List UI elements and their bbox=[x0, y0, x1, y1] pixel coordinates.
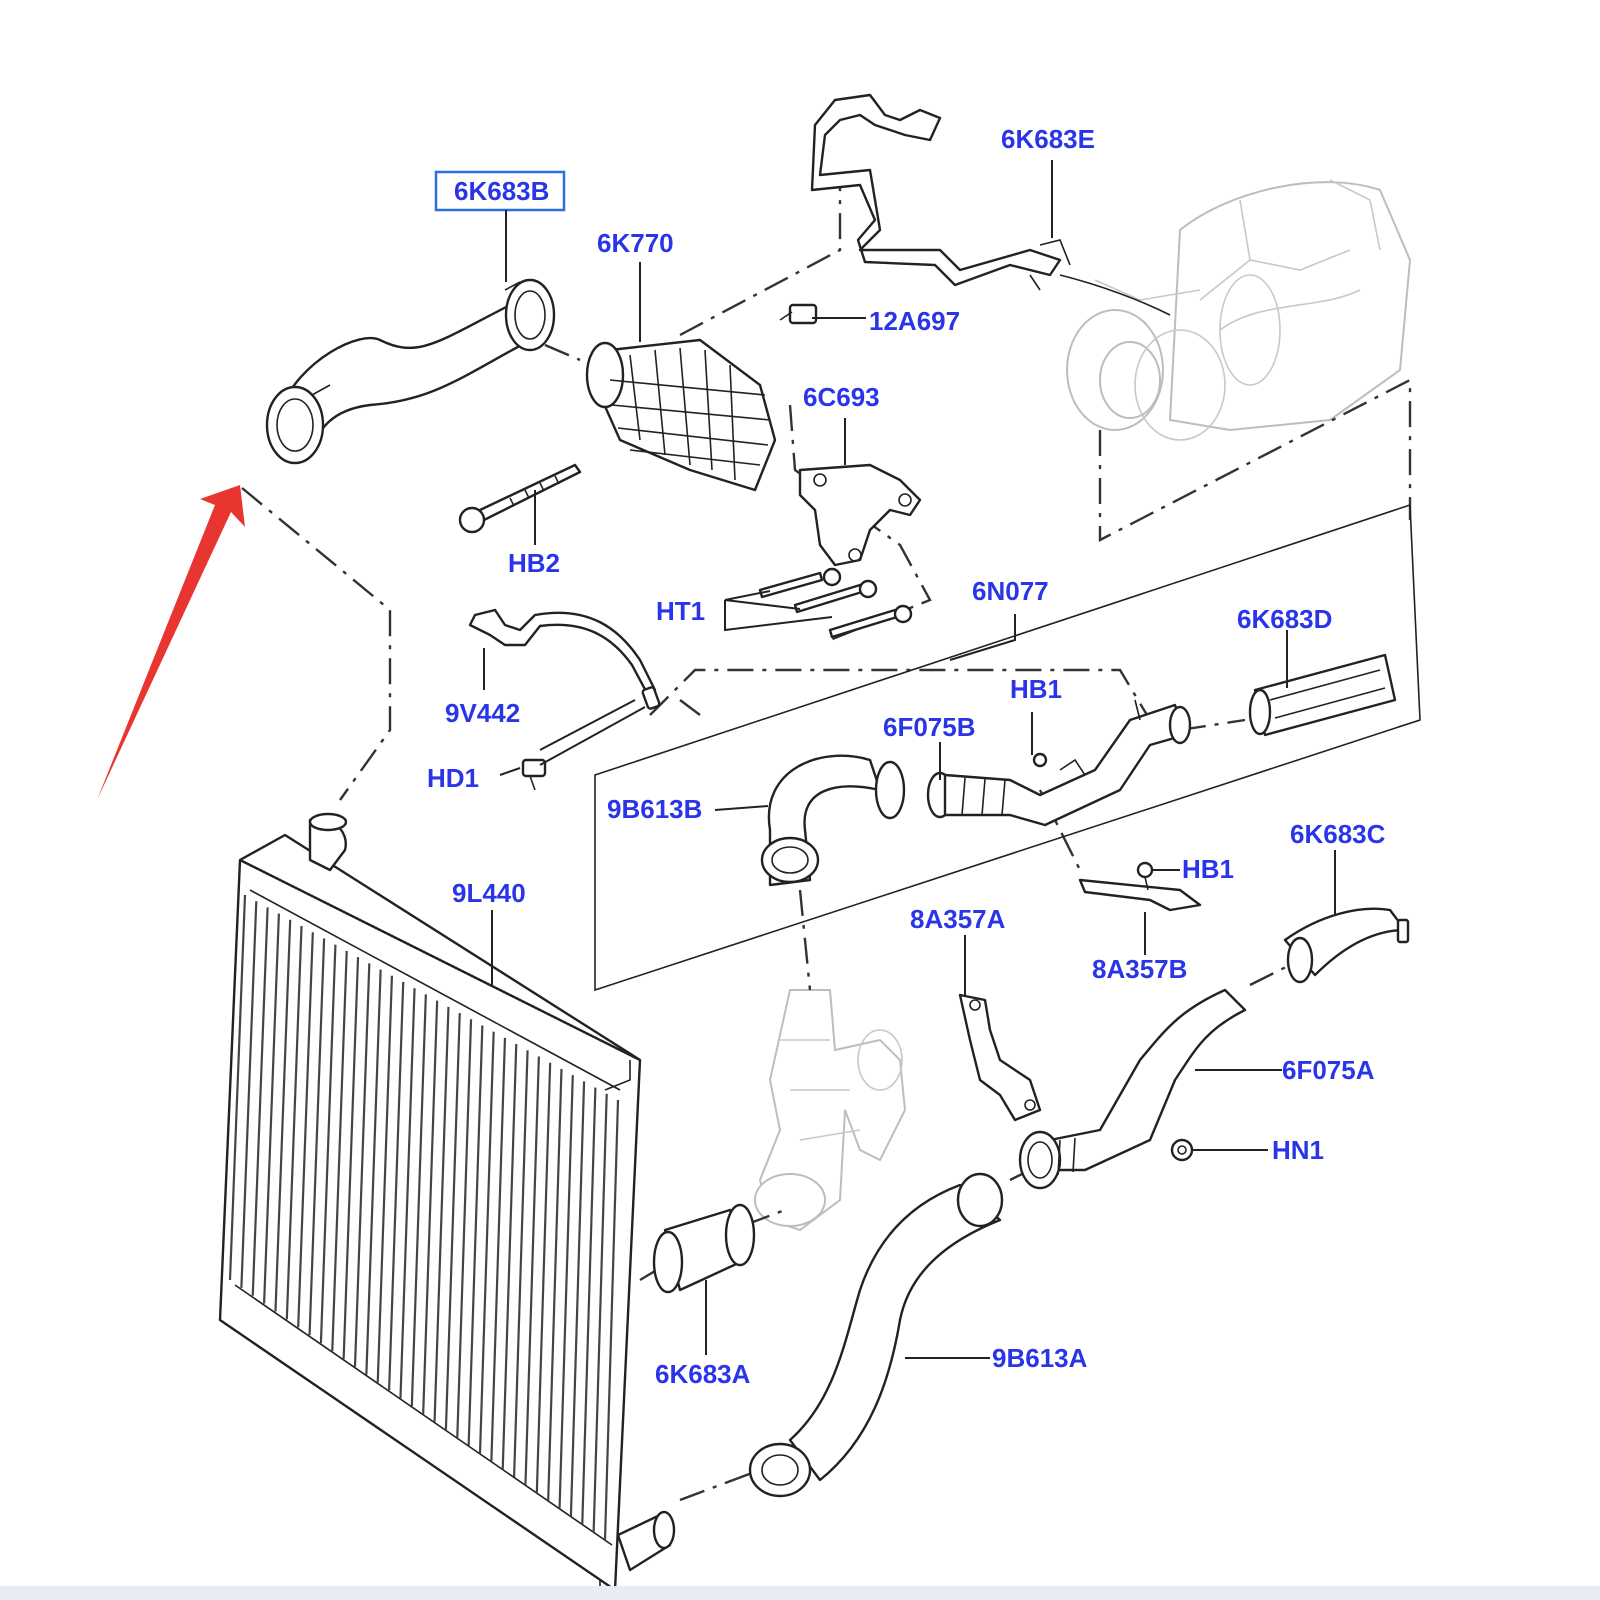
intercooler-fin bbox=[535, 1062, 552, 1493]
hose-6k683b bbox=[265, 278, 556, 465]
label-9v442[interactable]: 9V442 bbox=[445, 698, 520, 728]
intercooler-fins bbox=[228, 894, 620, 1541]
label-6k683c[interactable]: 6K683C bbox=[1290, 819, 1386, 849]
intercooler-fin bbox=[456, 1019, 473, 1438]
bolt-hb2 bbox=[458, 463, 582, 534]
intercooler-fin bbox=[376, 975, 394, 1383]
label-8a357a[interactable]: 8A357A bbox=[910, 904, 1006, 934]
label-hd1[interactable]: HD1 bbox=[427, 763, 479, 793]
egr-valve-ghost bbox=[754, 989, 907, 1232]
intercooler-fin bbox=[467, 1025, 484, 1446]
intercooler-fin bbox=[319, 944, 337, 1344]
bolt-hb1-upper bbox=[1032, 699, 1141, 768]
intercooler-fin bbox=[581, 1087, 597, 1525]
bracket-8a357b bbox=[1078, 861, 1202, 912]
pipe-6k683d bbox=[1248, 653, 1397, 737]
intercooler-fin bbox=[251, 907, 269, 1296]
intercooler-fin bbox=[512, 1050, 529, 1478]
pipe-6k683c bbox=[1283, 907, 1410, 984]
hose-9b613b bbox=[760, 754, 906, 887]
intercooler-fin bbox=[501, 1044, 518, 1470]
label-hn1[interactable]: HN1 bbox=[1272, 1135, 1324, 1165]
intercooler-fin bbox=[558, 1075, 574, 1509]
label-hb1-lower[interactable]: HB1 bbox=[1182, 854, 1234, 884]
intercooler-fin bbox=[342, 957, 360, 1359]
label-9b613b[interactable]: 9B613B bbox=[607, 794, 702, 824]
intercooler-fin bbox=[433, 1006, 450, 1422]
pipe-6f075a bbox=[1018, 988, 1247, 1190]
vacuum-hose-9v442 bbox=[468, 608, 661, 710]
intercooler-fin bbox=[297, 932, 314, 1328]
label-12a697[interactable]: 12A697 bbox=[869, 306, 960, 336]
label-6k683e[interactable]: 6K683E bbox=[1001, 124, 1095, 154]
sleeve-6k683a bbox=[652, 1203, 756, 1294]
intercooler-fin bbox=[262, 913, 281, 1304]
intercooler-fin bbox=[365, 969, 382, 1375]
intercooler-fin bbox=[410, 994, 427, 1407]
label-6c693[interactable]: 6C693 bbox=[803, 382, 880, 412]
intercooler-fin bbox=[399, 988, 416, 1399]
bolts-ht1 bbox=[758, 567, 913, 639]
intercooler-fin bbox=[228, 894, 247, 1281]
bracket-8a357a bbox=[958, 993, 1042, 1122]
label-6n077[interactable]: 6N077 bbox=[972, 576, 1049, 606]
intercooler-fin bbox=[285, 926, 303, 1320]
label-6k770[interactable]: 6K770 bbox=[597, 228, 674, 258]
label-6k683b[interactable]: 6K683B bbox=[454, 176, 549, 206]
part-labels: 6K683B 6K770 6K683E 12A697 6C693 HB2 HT1… bbox=[427, 124, 1386, 1389]
intercooler-fin bbox=[490, 1037, 507, 1462]
label-6f075b[interactable]: 6F075B bbox=[883, 712, 976, 742]
intercooler-fin bbox=[308, 938, 326, 1336]
label-6k683d[interactable]: 6K683D bbox=[1237, 604, 1332, 634]
label-ht1[interactable]: HT1 bbox=[656, 596, 705, 626]
bottom-strip bbox=[0, 1586, 1600, 1600]
intercooler-fin bbox=[353, 963, 371, 1367]
air-duct-6k770 bbox=[585, 338, 777, 492]
intercooler-fin bbox=[444, 1012, 461, 1430]
intercooler-fin bbox=[240, 901, 258, 1288]
intercooler-fin bbox=[547, 1068, 563, 1501]
pipe-6f075b bbox=[926, 703, 1192, 827]
turbocharger-ghost bbox=[1066, 179, 1412, 441]
sensor-12a697 bbox=[779, 303, 818, 325]
intercooler-fin bbox=[387, 981, 405, 1391]
bracket-6c693 bbox=[798, 463, 922, 567]
pointer-arrow bbox=[97, 485, 245, 800]
intercooler-fin bbox=[274, 919, 292, 1312]
intercooler-fin bbox=[422, 1000, 439, 1414]
intercooler-fin bbox=[524, 1056, 540, 1485]
intercooler-fin bbox=[603, 1099, 620, 1541]
label-9l440[interactable]: 9L440 bbox=[452, 878, 526, 908]
nut-hn1 bbox=[1170, 1138, 1194, 1162]
hose-9b613a bbox=[748, 1172, 1004, 1498]
clip-hd1 bbox=[521, 758, 547, 791]
intercooler-fin bbox=[592, 1093, 608, 1533]
assembly-frame-6n077 bbox=[594, 503, 1421, 992]
highlight-box-6k683b bbox=[434, 170, 566, 212]
intercooler-9l440 bbox=[218, 812, 676, 1600]
label-6k683a[interactable]: 6K683A bbox=[655, 1359, 751, 1389]
leader-lines bbox=[483, 160, 1336, 1359]
label-8a357b[interactable]: 8A357B bbox=[1092, 954, 1187, 984]
intercooler-fin bbox=[569, 1081, 586, 1517]
intercooler-fin bbox=[478, 1031, 495, 1454]
label-6f075a[interactable]: 6F075A bbox=[1282, 1055, 1375, 1085]
label-hb1-upper[interactable]: HB1 bbox=[1010, 674, 1062, 704]
intercooler-fin bbox=[331, 950, 348, 1351]
pipe-6k683e bbox=[810, 93, 1171, 316]
label-9b613a[interactable]: 9B613A bbox=[992, 1343, 1088, 1373]
label-hb2[interactable]: HB2 bbox=[508, 548, 560, 578]
